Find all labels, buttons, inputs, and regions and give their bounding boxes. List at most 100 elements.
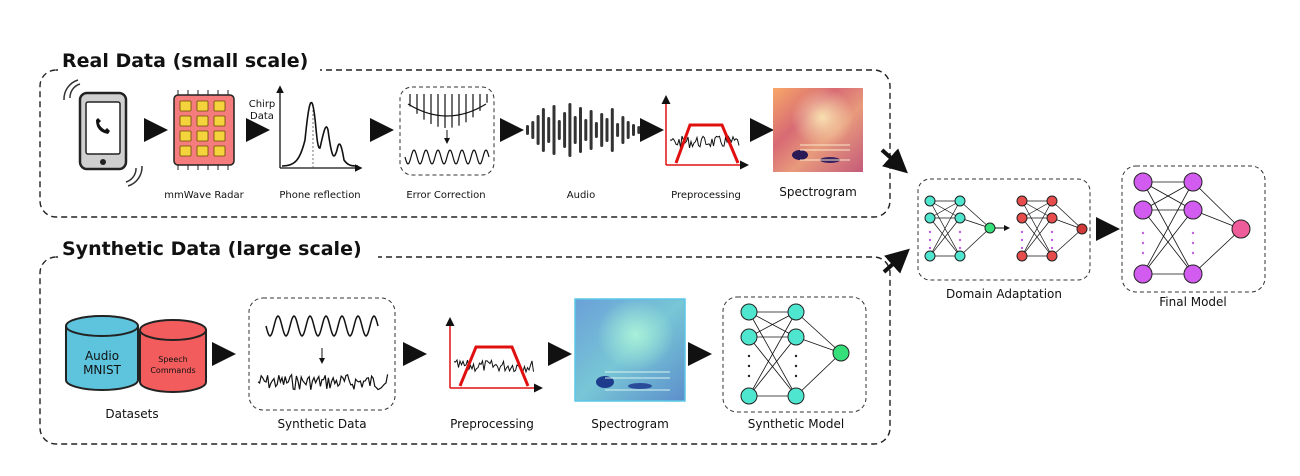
audio-bar [573,116,577,144]
network-node [924,212,936,224]
radar-chip [196,145,209,157]
spectrogram-real-label: Spectrogram [779,185,857,199]
audio-bar [616,123,620,137]
audio-bar [526,125,529,135]
radar-chip [196,130,209,142]
reflection-label: Phone reflection [279,190,360,201]
arrow-syn-to-da [882,248,910,274]
preprocessing-synthetic-label: Preprocessing [450,417,534,431]
network-node [1133,200,1153,220]
network-node [740,387,758,405]
synthetic-model-network [722,296,867,413]
synthetic-data-label: Synthetic Data [277,417,366,431]
network-node [787,328,805,346]
audio-bar [632,124,635,136]
network-node [984,222,996,234]
chirp-label-line2: Data [250,111,274,122]
network-node [954,212,966,224]
audio-bar [626,121,630,139]
network-node [1016,195,1028,207]
audio-bar [557,120,561,140]
spectrogram-synthetic-label: Spectrogram [591,417,669,431]
synthetic-data-box [248,297,396,411]
network-node [924,195,936,207]
chirp-label-line1: Chirp [249,99,276,110]
audio-bar [547,117,551,143]
phone-reflection-plot [276,85,363,172]
audio-bar [621,116,625,144]
network-node [1183,172,1203,192]
network-node [740,303,758,321]
radar-chip [213,115,226,127]
network-node [1016,250,1028,262]
audio-bar [552,105,556,155]
arrow-real-to-da [880,148,908,174]
network-node [1183,264,1203,284]
real-data-panel [39,69,891,218]
network-node [1183,200,1203,220]
audio-bar [589,110,593,150]
radar-chip [179,115,192,127]
real-data-title: Real Data (small scale) [62,50,308,72]
error-correction-box [399,86,495,176]
audio-bar [600,113,604,147]
domain-adaptation-label: Domain Adaptation [946,287,1062,301]
audio-bar [637,126,641,134]
radar-chip [179,130,192,142]
final-model-label: Final Model [1159,295,1227,309]
domain-adaptation-box [917,178,1091,281]
radar-chip [179,100,192,112]
speech-commands-cylinder [139,319,207,393]
radar-chip [196,115,209,127]
network-node [787,303,805,321]
network-node [1133,172,1153,192]
audio-bar [605,118,609,142]
network-node [1046,195,1058,207]
error-correction-label: Error Correction [406,190,485,201]
network-node [1231,219,1251,239]
audio-bar [531,121,535,139]
network-node [787,387,805,405]
network-node [954,250,966,262]
audio-waveform [526,103,641,157]
network-node [1046,250,1058,262]
radar-label: mmWave Radar [164,190,244,201]
network-node [1016,212,1028,224]
synthetic-data-panel [39,256,891,445]
spectrogram-real [773,88,863,172]
spectrogram-synthetic [574,298,686,402]
phone-icon [63,79,143,187]
datasets-label: Datasets [105,407,158,421]
network-node [1046,212,1058,224]
audio-bar [579,107,582,153]
synthetic-data-title: Synthetic Data (large scale) [62,238,362,260]
radar-chip [179,145,192,157]
audio-mnist-cylinder [65,315,139,391]
radar-chip [213,145,226,157]
synthetic-model-label: Synthetic Model [748,417,845,431]
network-node [1133,264,1153,284]
radar-chip [213,130,226,142]
radar-chip [213,100,226,112]
network-node [954,195,966,207]
radar-chip [196,100,209,112]
audio-bar [584,119,588,141]
preprocessing-real-label: Preprocessing [671,190,741,201]
network-node [832,344,850,362]
audio-mnist-line2: MNIST [83,363,121,377]
radar-icon [173,90,235,170]
preprocessing-synthetic [445,317,543,393]
final-model-box [1121,165,1266,293]
audio-bar [594,122,598,138]
network-node [740,328,758,346]
speech-commands-line1: Speech [158,355,187,364]
audio-bar [541,108,545,152]
audio-bar [563,112,567,148]
audio-mnist-line1: Audio [85,349,119,363]
audio-bar [568,103,572,157]
network-node [924,250,936,262]
audio-label: Audio [567,190,595,201]
audio-bar [610,108,614,152]
network-node [1076,223,1088,235]
